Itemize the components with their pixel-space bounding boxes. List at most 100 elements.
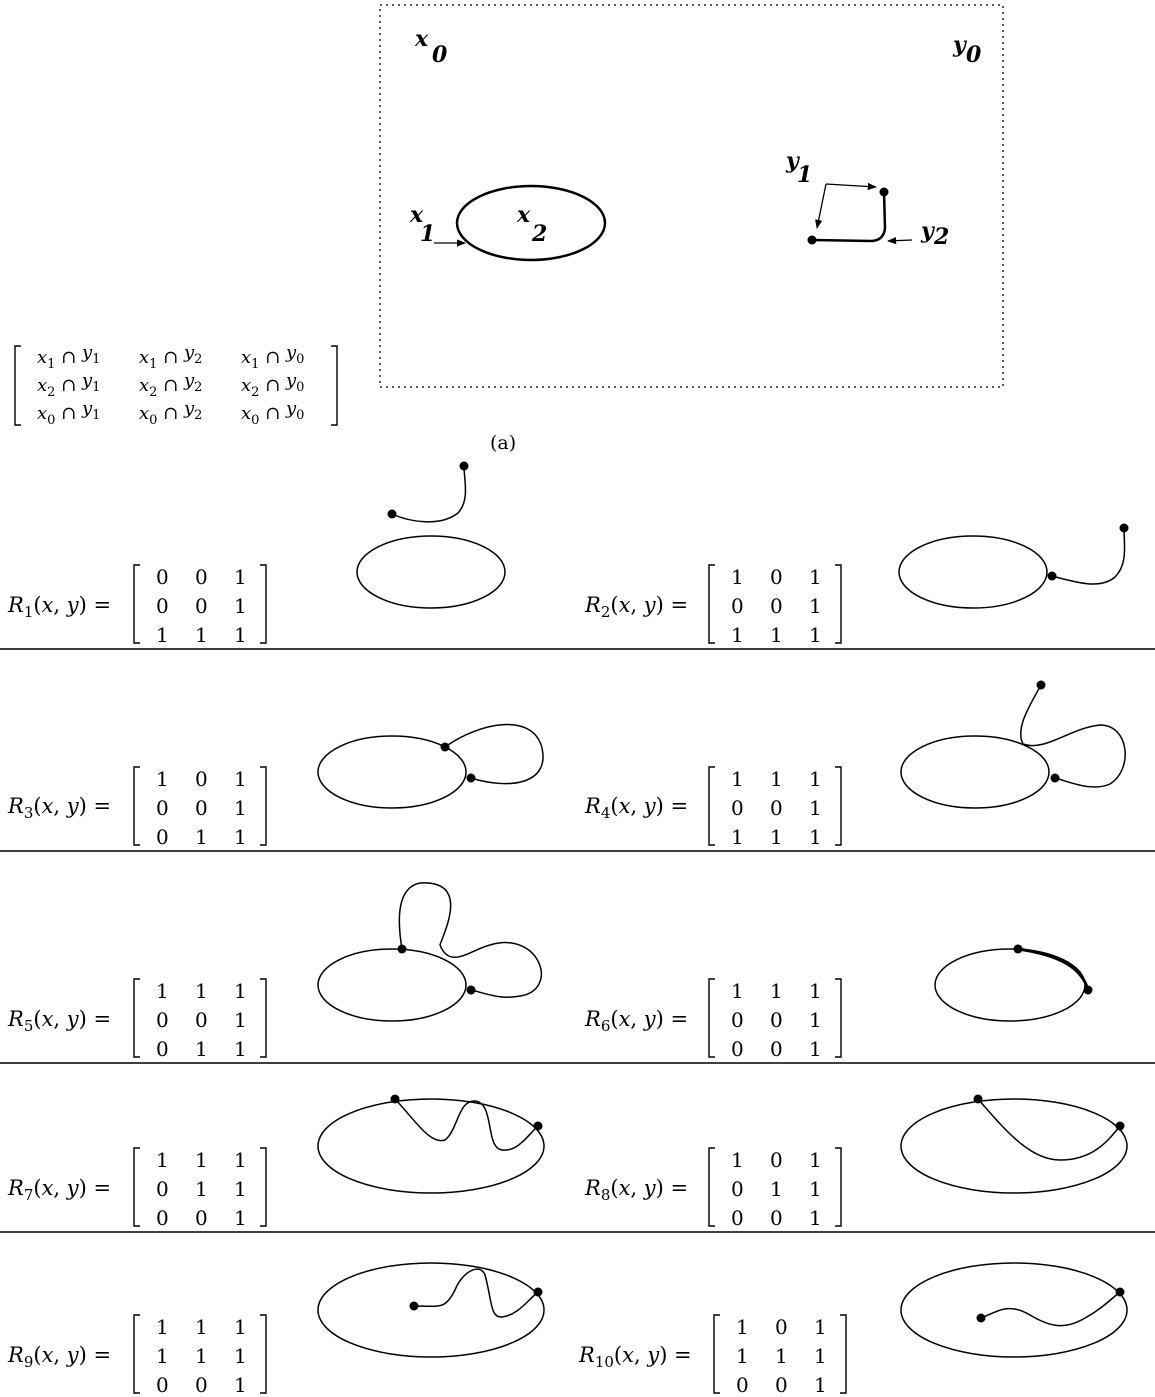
relation-label: R6(x, y) =	[584, 1007, 688, 1035]
matrix-left-bracket	[708, 564, 715, 644]
matrix-entry: 1	[234, 767, 247, 791]
matrix-entry: 1	[195, 1037, 208, 1061]
line-endpoint	[466, 985, 476, 995]
svg-text:1: 1	[797, 162, 812, 188]
label-y2: y 2	[920, 218, 949, 250]
svg-text:x: x	[516, 202, 531, 228]
matrix-entry: 1	[775, 1344, 788, 1368]
matrix-right-bracket	[260, 766, 267, 846]
line-endpoint	[1047, 571, 1057, 581]
matrix-left-bracket	[133, 1147, 140, 1227]
matrix-entry: 1	[234, 1148, 247, 1172]
matrix-entry: 1	[814, 1344, 827, 1368]
label-y0: y 0	[952, 32, 982, 68]
relation-label: R5(x, y) =	[7, 1007, 111, 1035]
matrix-entry: 0	[731, 594, 744, 618]
line-endpoint	[409, 1301, 419, 1311]
matrix-entry: 1	[156, 979, 169, 1003]
matrix-entry: 1	[770, 825, 783, 849]
region-ellipse	[317, 948, 467, 1022]
r4-drawing	[900, 680, 1126, 809]
line-endpoint	[1036, 680, 1046, 690]
matrix-entry: 0	[770, 1008, 783, 1032]
relation-label: R1(x, y) =	[7, 593, 111, 621]
matrix-entry: 0	[156, 1373, 169, 1397]
region-ellipse	[317, 735, 467, 809]
matrix-left-bracket	[708, 1147, 715, 1227]
matrix-left-bracket	[708, 766, 715, 846]
line-endpoint	[459, 461, 469, 471]
line-endpoint	[387, 509, 397, 519]
region-y-line	[811, 191, 887, 243]
region-line	[1020, 684, 1126, 788]
matrix-right-bracket	[260, 1147, 267, 1227]
matrix-entry: 1	[809, 1177, 822, 1201]
matrix-entry: 0	[156, 594, 169, 618]
r5-drawing	[317, 882, 542, 1022]
relation-label: R10(x, y) =	[578, 1343, 692, 1371]
relation-label: R2(x, y) =	[584, 593, 688, 621]
region-ellipse	[317, 1098, 545, 1194]
svg-text:2: 2	[531, 221, 547, 247]
relation-label: R8(x, y) =	[584, 1176, 688, 1204]
matrix-left-bracket	[133, 1314, 140, 1394]
panel-a: x 0 y 0 x 2 x 1 y 1 y 2	[379, 4, 1004, 454]
matrix-entry: 1	[814, 1315, 827, 1339]
matrix-entry: 0	[195, 796, 208, 820]
matrix-entry: 1	[234, 796, 247, 820]
matrix-entry: 0	[195, 594, 208, 618]
line-endpoint	[1050, 773, 1060, 783]
matrix-entry: 0	[775, 1373, 788, 1397]
label-x0: x 0	[414, 26, 448, 68]
line-endpoint	[466, 773, 476, 783]
matrix-entry: 0	[770, 565, 783, 589]
relation-label: R4(x, y) =	[584, 794, 688, 822]
r7-drawing	[317, 1094, 545, 1194]
label-x1: x 1	[409, 202, 435, 247]
line-endpoint	[397, 944, 407, 954]
label-x2: x 2	[516, 202, 547, 247]
svg-text:2: 2	[933, 224, 949, 250]
matrix-entry: 1	[809, 979, 822, 1003]
y1-arrow	[825, 182, 877, 191]
matrix-entry: 1	[195, 825, 208, 849]
relation-label: R3(x, y) =	[7, 794, 111, 822]
matrix-entry: 1	[234, 1315, 247, 1339]
matrix-entry: 1	[234, 1344, 247, 1368]
caption-a: (a)	[490, 432, 516, 454]
matrix-right-bracket	[835, 1147, 842, 1227]
matrix-entry: 1	[809, 1008, 822, 1032]
matrix-entry: 0	[195, 767, 208, 791]
r9-drawing	[317, 1262, 545, 1358]
svg-text:1: 1	[420, 221, 435, 247]
matrix-entry: 0	[775, 1315, 788, 1339]
matrix-entry: 1	[234, 979, 247, 1003]
matrix-right-bracket	[835, 564, 842, 644]
matrix-entry: 1	[156, 1148, 169, 1172]
matrix-right-bracket	[835, 978, 842, 1058]
matrix-entry: 1	[195, 1315, 208, 1339]
region-line	[398, 882, 542, 998]
matrix-entry: 1	[809, 623, 822, 647]
matrix-entry: 0	[736, 1373, 749, 1397]
matrix-entry: 0	[770, 796, 783, 820]
matrix-entry: 1	[234, 1008, 247, 1032]
matrix-entry: 0	[731, 1177, 744, 1201]
matrix-entry: 1	[731, 1148, 744, 1172]
line-endpoint	[1119, 523, 1129, 533]
svg-text:y: y	[952, 32, 968, 58]
region-ellipse	[898, 535, 1048, 609]
matrix-entry: 1	[809, 1206, 822, 1230]
region-ellipse	[317, 1262, 545, 1358]
matrix-entry: 1	[809, 565, 822, 589]
svg-text:0: 0	[432, 42, 448, 68]
matrix-entry: 0	[731, 1037, 744, 1061]
matrix-left-bracket	[713, 1314, 720, 1394]
